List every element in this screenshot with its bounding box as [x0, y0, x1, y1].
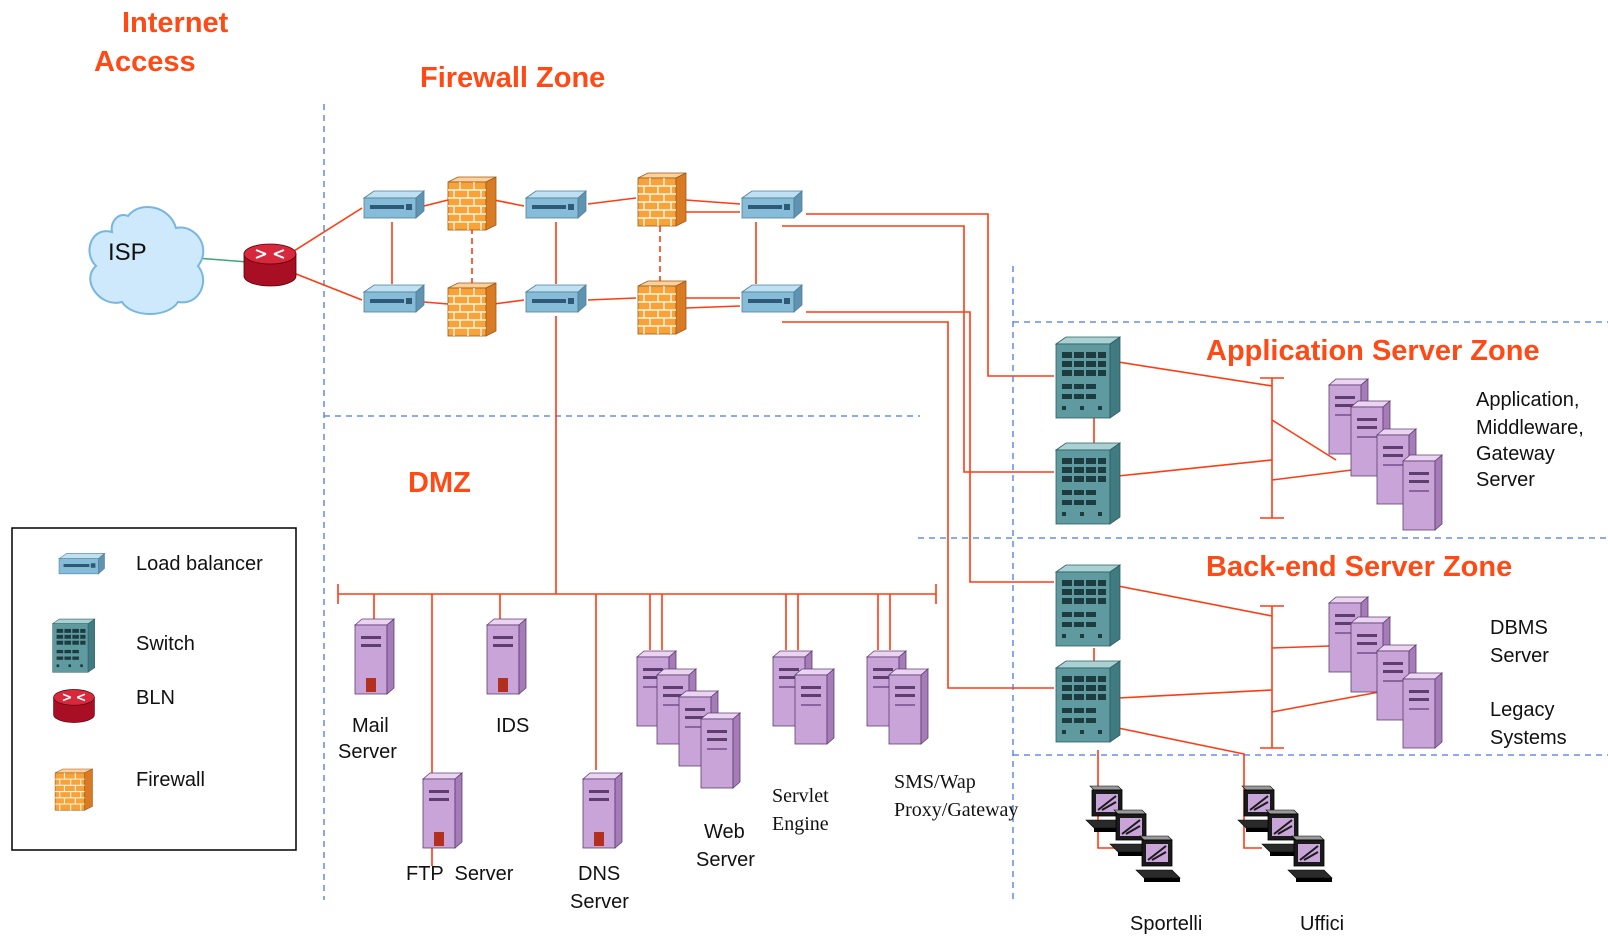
- mail-server-label-line2: Server: [338, 741, 397, 763]
- servlet-engine-icon: [794, 668, 835, 745]
- dmz-servers: [354, 618, 929, 849]
- uffici-label: Uffici: [1300, 913, 1344, 935]
- backend-servers: [1328, 596, 1443, 749]
- workstation-icon: [1135, 835, 1181, 883]
- legend-item-load-balancer: Load balancer: [136, 553, 263, 575]
- load-balancer-icon: [363, 284, 425, 313]
- firewall-icon: [447, 282, 497, 337]
- isp-cloud: ISP: [88, 206, 205, 315]
- workstation-icon: [1287, 835, 1333, 883]
- app-server-icon: [1402, 454, 1443, 531]
- ftp-server-label: FTP Server: [406, 863, 514, 885]
- dns-server-label: DNS: [578, 863, 620, 885]
- dns-server-icon: [582, 772, 623, 849]
- legend-item-firewall: Firewall: [136, 769, 205, 791]
- firewall-icon: [637, 280, 687, 335]
- dns-server-label-line2: Server: [570, 891, 629, 913]
- legacy-systems-label-line2: Systems: [1490, 727, 1567, 749]
- firewall-icon: [637, 172, 687, 227]
- sms-wap-gateway-icon: [888, 668, 929, 745]
- sportelli-workstations: [1085, 785, 1181, 883]
- app-server-label-line4: Server: [1476, 469, 1535, 491]
- firewall-zone-title: Firewall Zone: [420, 62, 605, 94]
- legend-item-bln: BLN: [136, 687, 175, 709]
- firewall-icon: [447, 176, 497, 231]
- load-balancer-icon: [741, 190, 803, 219]
- web-server-icon: [700, 712, 741, 789]
- switch-icon: [1055, 564, 1121, 647]
- inner-switches: [1055, 336, 1121, 743]
- legacy-systems-label: Legacy: [1490, 699, 1555, 721]
- app-server-label-line3: Gateway: [1476, 443, 1555, 465]
- web-server-label: Web: [704, 821, 745, 843]
- backend-zone-title: Back-end Server Zone: [1206, 551, 1512, 583]
- device-labels: Mail Server FTP Server IDS DNS Server We…: [338, 389, 1584, 935]
- switch-icon: [1055, 442, 1121, 525]
- mail-server-icon: [354, 618, 395, 695]
- firewall-zone-devices: [363, 172, 803, 337]
- web-server-label-line2: Server: [696, 849, 755, 871]
- dbms-server-label-line2: Server: [1490, 645, 1549, 667]
- load-balancer-icon: [363, 190, 425, 219]
- legacy-system-icon: [1402, 672, 1443, 749]
- internet-access-title: Internet: [122, 7, 229, 39]
- app-servers: [1328, 378, 1443, 531]
- ids-label: IDS: [496, 715, 529, 737]
- app-server-label: Application,: [1476, 389, 1579, 411]
- ftp-server-icon: [422, 772, 463, 849]
- legend-load-balancer-icon: [58, 552, 105, 575]
- bln-router-icon: [243, 243, 297, 287]
- legend-firewall-icon: [54, 768, 93, 811]
- legend: Load balancer Switch BLN Firewall: [11, 527, 297, 851]
- mail-server-label: Mail: [352, 715, 389, 737]
- sms-wap-label: SMS/Wap: [894, 771, 976, 793]
- sms-wap-label-line2: Proxy/Gateway: [894, 799, 1018, 821]
- internet-access-title-line2: Access: [94, 46, 196, 78]
- servlet-engine-label-line2: Engine: [772, 813, 829, 835]
- load-balancer-icon: [525, 190, 587, 219]
- uffici-workstations: [1237, 785, 1333, 883]
- app-server-label-line2: Middleware,: [1476, 417, 1584, 439]
- legend-item-switch: Switch: [136, 633, 195, 655]
- dbms-server-label: DBMS: [1490, 617, 1548, 639]
- isp-label: ISP: [108, 239, 147, 266]
- switch-icon: [1055, 336, 1121, 419]
- zone-boundaries: [323, 104, 1608, 900]
- load-balancer-icon: [741, 284, 803, 313]
- servlet-engine-label: Servlet: [772, 785, 829, 807]
- isp-router-link: [195, 257, 249, 263]
- app-zone-title: Application Server Zone: [1206, 335, 1540, 367]
- dmz-title: DMZ: [408, 467, 471, 499]
- ids-server-icon: [486, 618, 527, 695]
- sportelli-label: Sportelli: [1130, 913, 1202, 935]
- legend-bln-icon: [52, 688, 96, 724]
- legend-switch-icon: [52, 618, 96, 673]
- network-links: [195, 197, 1391, 866]
- switch-icon: [1055, 660, 1121, 743]
- load-balancer-icon: [525, 284, 587, 313]
